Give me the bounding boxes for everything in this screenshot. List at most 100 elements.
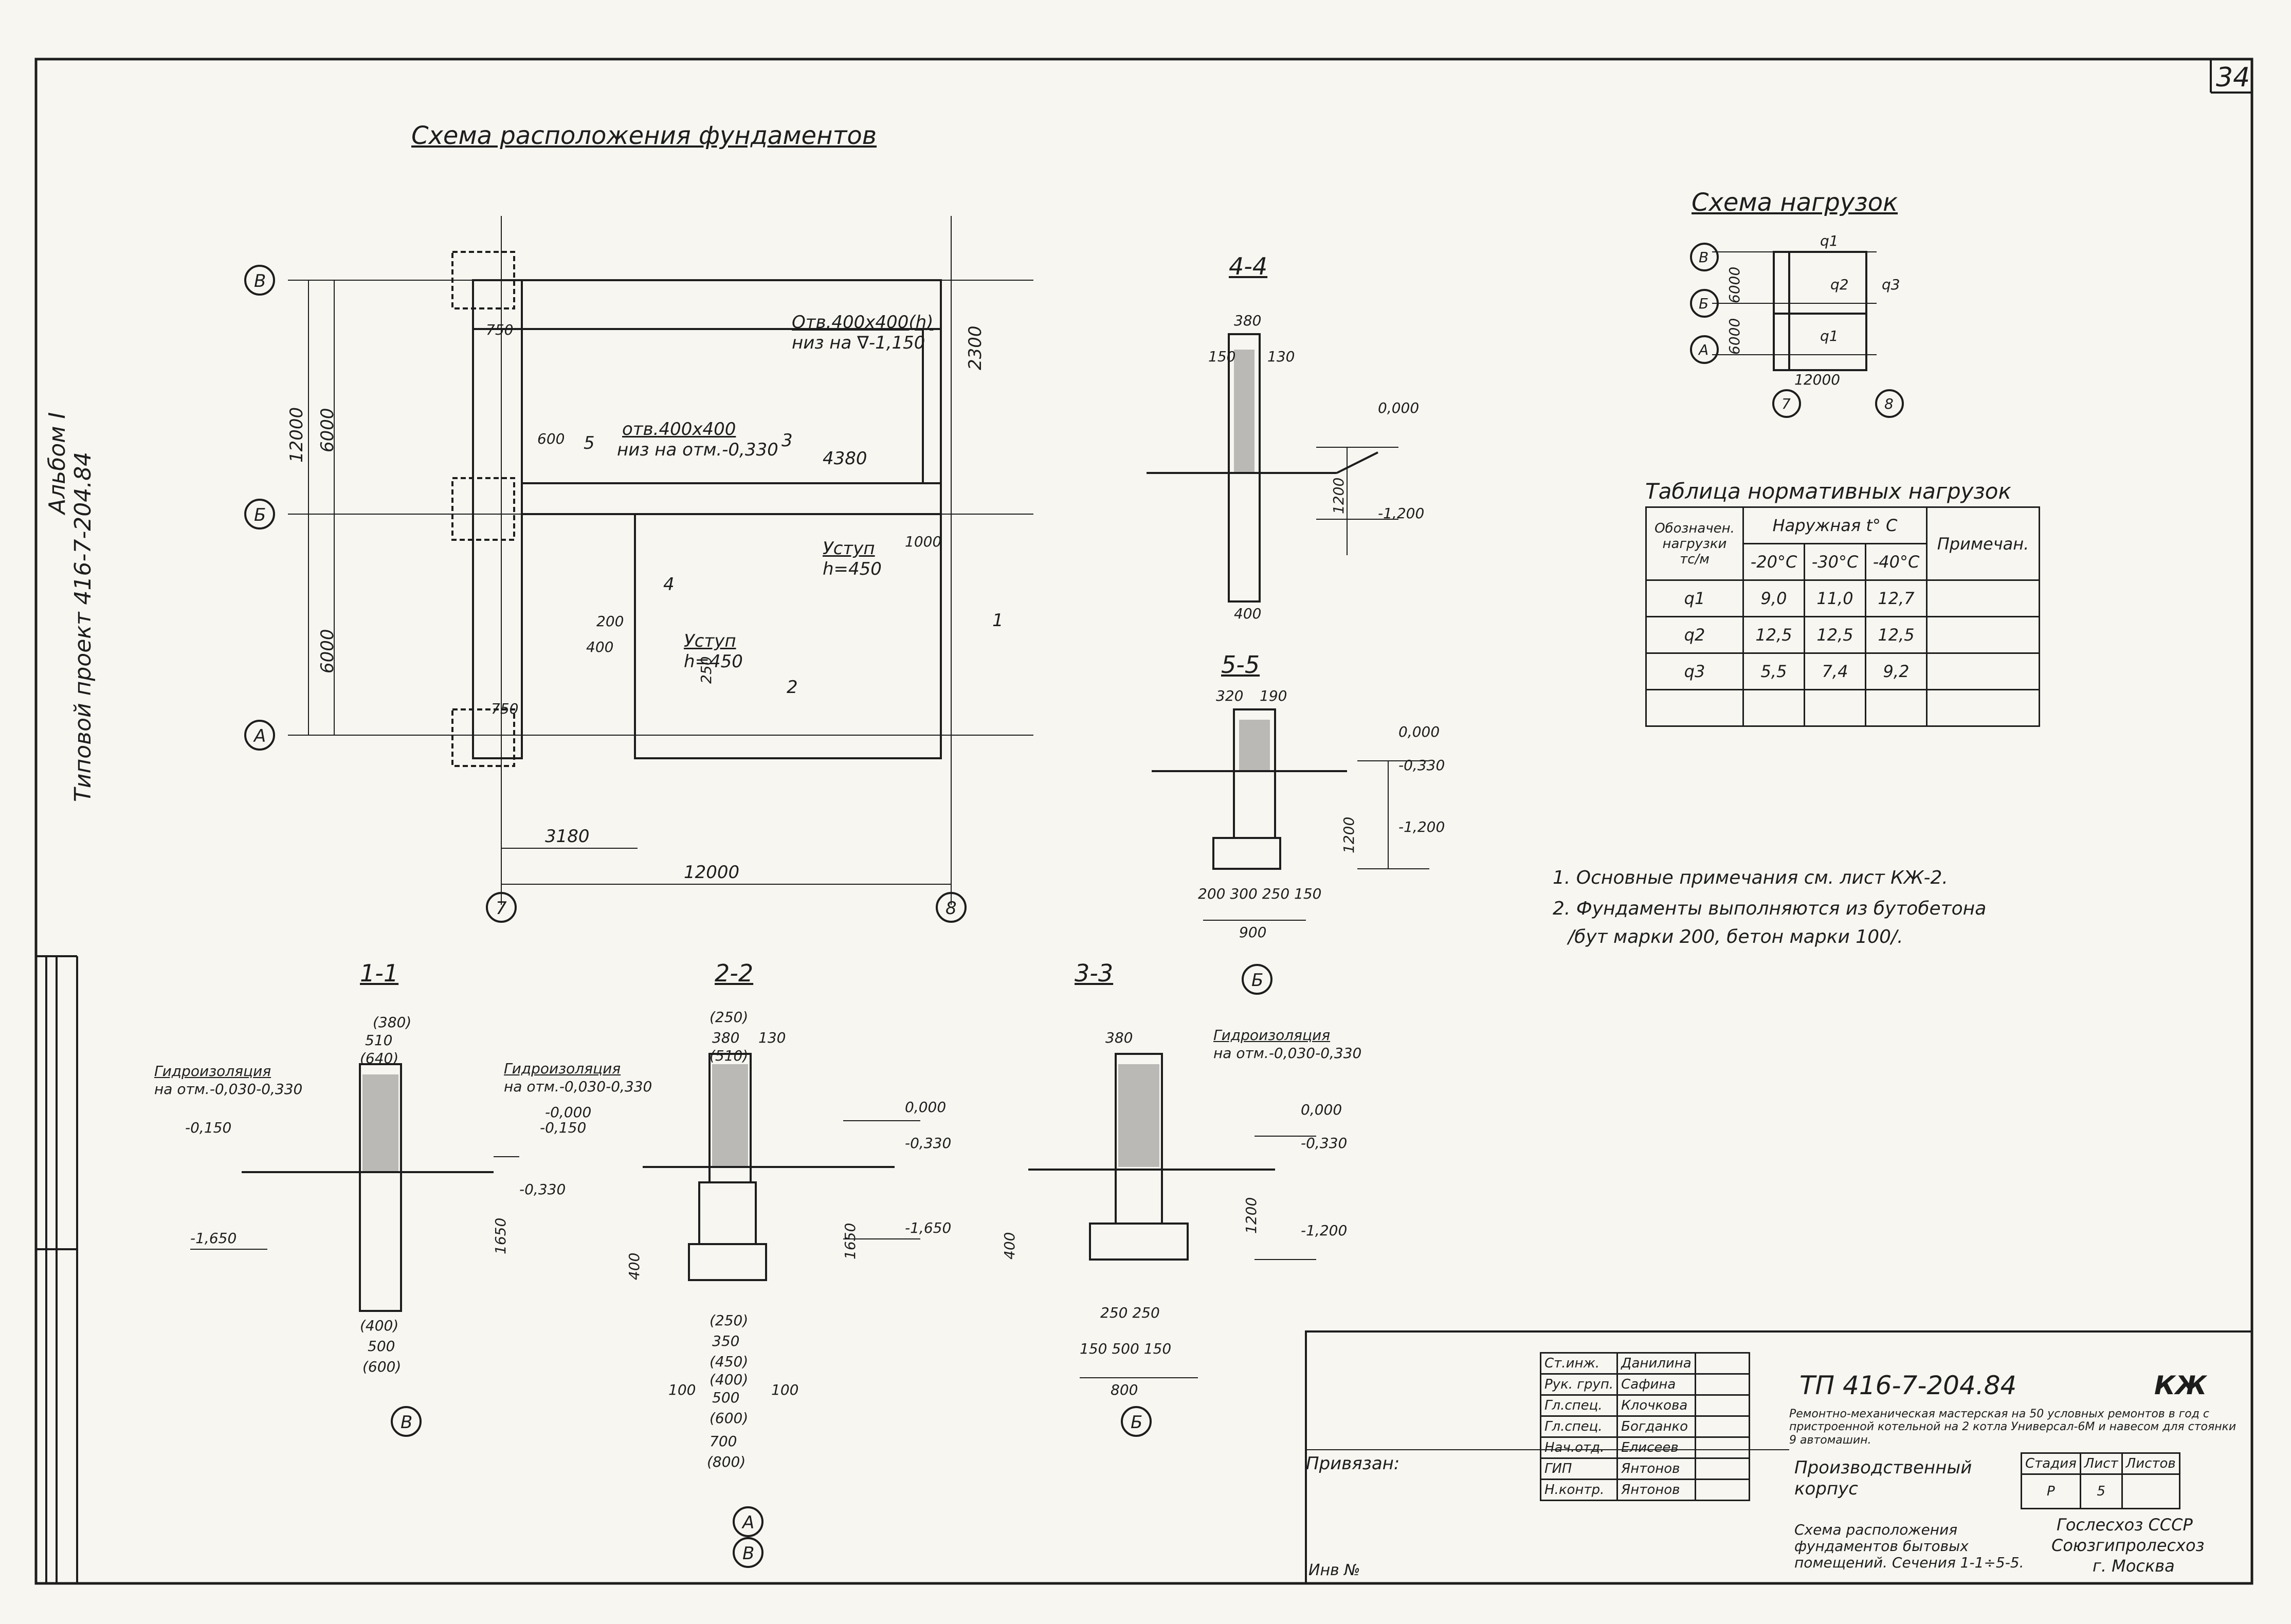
section-5-5-axis: Б — [1251, 970, 1264, 991]
album-label: Альбом I — [44, 412, 70, 514]
section-2-2-height: 1650 — [842, 1222, 859, 1260]
stamp-signature — [1694, 1415, 1750, 1438]
loads-row-value: 12,5 — [1804, 616, 1866, 654]
load-dim-width: 12000 — [1794, 371, 1841, 388]
section-2-2-level-0: -0,000 — [545, 1104, 592, 1121]
stamp-signature — [1694, 1479, 1750, 1501]
stamp-name: Богданко — [1616, 1415, 1696, 1438]
plan-axis-8: 8 — [946, 898, 957, 919]
dim-600: 600 — [537, 430, 565, 447]
loads-row-value: 9,2 — [1865, 652, 1928, 690]
dim-right-upper: 2300 — [965, 325, 986, 370]
stamp-role: Рук. груп. — [1539, 1373, 1619, 1396]
loads-row-name: q2 — [1645, 616, 1744, 654]
section-5-5-top-a: 320 — [1216, 687, 1244, 704]
loads-row-note — [1926, 616, 2040, 654]
load-dim-upper: 6000 — [1726, 266, 1743, 303]
project-code-vertical: Типовой проект 416-7-204.84 — [70, 451, 96, 802]
table-row: Ст.инж.Данилина — [1539, 1352, 1750, 1375]
stamp-building: Производственный корпус — [1794, 1457, 1972, 1499]
plan-axis-v: В — [254, 271, 266, 291]
load-q1-top: q1 — [1820, 232, 1839, 249]
section-4-4-bottom: 400 — [1234, 605, 1262, 622]
section-1-1-level-2: -0,330 — [519, 1181, 566, 1198]
stamp-signature — [1694, 1457, 1750, 1480]
loads-temp-3: -40°C — [1865, 543, 1928, 581]
section-3-3-level-2: -0,330 — [1301, 1135, 1348, 1152]
dim-400: 400 — [586, 638, 614, 655]
stamp-stage: Р — [2021, 1473, 2081, 1509]
section-2-2-bottom-7: 700 — [710, 1433, 737, 1450]
loads-temp-1: -20°C — [1742, 543, 1805, 581]
stamp-role: Гл.спец. — [1539, 1394, 1619, 1417]
plan-axis-b: Б — [254, 505, 266, 525]
section-2-2-bottom-3: (450) — [710, 1353, 749, 1370]
step-1-height: h=450 — [823, 559, 882, 579]
stamp-org-2: Союзгипролесхоз — [2051, 1536, 2205, 1555]
section-3-3-axis: Б — [1131, 1412, 1143, 1433]
section-4-4-dim-b: 130 — [1267, 348, 1295, 365]
stamp-name: Елисеев — [1616, 1436, 1696, 1459]
stamp-privyazan: Привязан: — [1306, 1453, 1400, 1474]
section-2-2-bottom-2: 350 — [712, 1333, 740, 1349]
stamp-stage-table: Стадия Лист Листов Р 5 — [2021, 1452, 2180, 1509]
dim-200: 200 — [596, 613, 624, 630]
section-5-5-level-3: -1,200 — [1398, 818, 1445, 835]
section-1-1-level-3: -1,650 — [190, 1230, 237, 1247]
load-q2: q2 — [1830, 276, 1849, 293]
load-axis-v: В — [1699, 249, 1709, 266]
loads-header-temp: Наружная t° C — [1742, 506, 1928, 544]
stamp-signature — [1694, 1394, 1750, 1417]
stamp-name: Сафина — [1616, 1373, 1696, 1396]
section-2-2-bottom-6: (600) — [710, 1410, 749, 1427]
stamp-org-3: г. Москва — [2093, 1556, 2175, 1576]
loads-row-empty — [1804, 689, 1866, 727]
cut-3: 3 — [781, 430, 793, 451]
note-2-line-2: /бут марки 200, бетон марки 100/. — [1568, 926, 1903, 947]
dim-height-lower: 6000 — [317, 629, 338, 673]
section-1-1-waterproof: Гидроизоляция — [154, 1063, 271, 1080]
section-2-2-bottom-1: (250) — [710, 1312, 749, 1329]
stamp-sheets-header: Листов — [2121, 1452, 2180, 1475]
loads-temp-2: -30°C — [1804, 543, 1866, 581]
section-5-5-title: 5-5 — [1221, 651, 1260, 679]
loads-row-value: 5,5 — [1742, 652, 1805, 690]
section-3-3-step: 400 — [1001, 1232, 1018, 1260]
opening-mid: отв.400х400 — [622, 419, 736, 440]
dim-750-lower: 750 — [491, 700, 519, 717]
stamp-role: Ст.инж. — [1539, 1352, 1619, 1375]
dim-750-upper: 750 — [486, 321, 514, 338]
cut-2: 2 — [787, 677, 798, 698]
load-q1-bottom: q1 — [1820, 327, 1839, 344]
section-4-4-top-dim: 380 — [1234, 312, 1262, 329]
plan-axis-a: А — [254, 726, 266, 746]
loads-row-value: 7,4 — [1804, 652, 1866, 690]
dim-height-total: 12000 — [286, 407, 307, 463]
section-3-3-top: 380 — [1105, 1029, 1133, 1046]
load-scheme-title: Схема нагрузок — [1692, 188, 1898, 217]
section-3-3-waterproof: Гидроизоляция — [1213, 1027, 1331, 1044]
section-3-3-level-1: 0,000 — [1301, 1101, 1342, 1118]
cut-4: 4 — [663, 574, 675, 595]
stamp-signature — [1694, 1352, 1750, 1375]
section-1-1-axis: В — [401, 1412, 413, 1433]
section-2-2-waterproof-level: на отм.-0,030-0,330 — [504, 1078, 652, 1095]
stamp-mark: КЖ — [2154, 1371, 2207, 1400]
table-row — [1645, 689, 2040, 727]
stamp-sheet: 5 — [2079, 1473, 2123, 1509]
step-2-label: Уступ — [684, 631, 736, 651]
section-5-5-bottom-parts: 200 300 250 150 — [1198, 885, 1322, 902]
stamp-role: Н.контр. — [1539, 1479, 1619, 1501]
section-3-3-bottom-1: 250 250 — [1100, 1304, 1160, 1321]
section-1-1-top-3: (640) — [360, 1050, 399, 1067]
section-5-5-top-b: 190 — [1260, 687, 1287, 704]
stamp-role: Нач.отд. — [1539, 1436, 1619, 1459]
dim-height-upper: 6000 — [317, 408, 338, 452]
table-row: Гл.спец.Богданко — [1539, 1415, 1750, 1438]
step-2-height: h=450 — [684, 651, 743, 672]
stamp-role: ГИП — [1539, 1457, 1619, 1480]
section-1-1-level-1: -0,150 — [185, 1119, 232, 1136]
table-row: Нач.отд.Елисеев — [1539, 1436, 1750, 1459]
opening-mid-level: низ на отм.-0,330 — [617, 440, 778, 460]
